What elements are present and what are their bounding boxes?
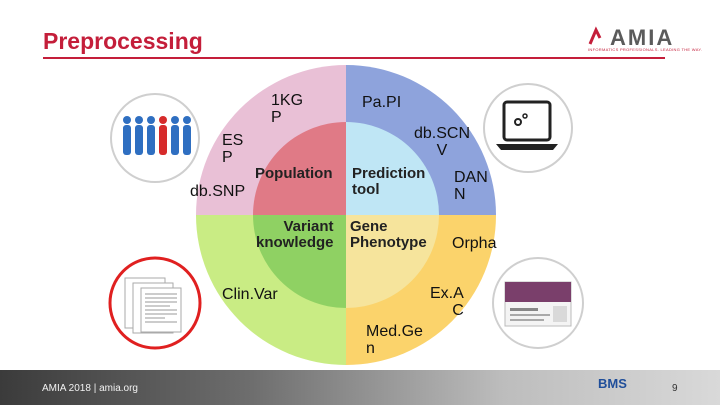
exac-label: Ex.A C xyxy=(430,285,464,319)
papers-icon xyxy=(108,256,202,350)
esp-label: ES P xyxy=(222,132,244,166)
clinvar-label: Clin.Var xyxy=(222,286,278,303)
inner-prediction-tool xyxy=(346,122,439,215)
medgen-label: Med.Ge n xyxy=(366,323,423,357)
orpha-label: Orpha xyxy=(452,235,497,252)
footer-bar xyxy=(0,370,720,405)
page-number: 9 xyxy=(672,383,678,394)
sponsor-logo: BMS xyxy=(598,376,627,391)
variant-knowledge-label: Variant knowledge xyxy=(256,218,334,251)
website-icon xyxy=(492,257,584,349)
gene-phenotype-label: Gene Phenotype xyxy=(350,218,427,251)
people-icon xyxy=(110,93,200,183)
footer-text: AMIA 2018 | amia.org xyxy=(42,383,138,394)
dbsnp-label: db.SNP xyxy=(190,183,246,200)
laptop-gear-icon xyxy=(483,83,573,173)
logo-word: AMIA xyxy=(610,25,675,50)
dann-label: DAN N xyxy=(454,169,488,203)
amia-logo xyxy=(588,26,602,45)
inner-gene-phenotype xyxy=(346,215,439,308)
inner-population xyxy=(253,122,346,215)
papi-label: Pa.PI xyxy=(362,94,402,111)
slide-title: Preprocessing xyxy=(43,28,203,54)
title-divider xyxy=(43,57,665,59)
population-label: Population xyxy=(255,165,333,182)
logo-tagline: INFORMATICS PROFESSIONALS. LEADING THE W… xyxy=(588,47,703,52)
dbscnv-label: db.SCN V xyxy=(414,125,471,159)
kg1000-label: 1KG P xyxy=(271,92,304,126)
inner-variant-knowledge xyxy=(253,215,346,308)
prediction-tool-label: Prediction tool xyxy=(352,165,426,198)
